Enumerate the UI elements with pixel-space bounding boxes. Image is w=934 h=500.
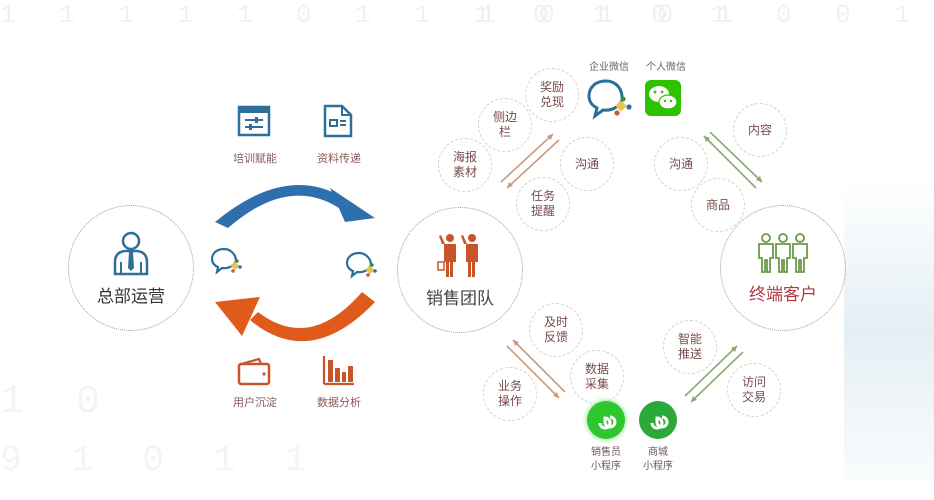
wecom-icon[interactable] [586, 78, 634, 120]
visit-transaction-node: 访问交易 [727, 363, 781, 417]
training-icon [237, 105, 271, 137]
headquarters-node: 总部运营 [68, 205, 194, 331]
document-icon [322, 104, 354, 138]
task-reminder-node: 任务提醒 [516, 177, 570, 231]
content-node: 内容 [733, 103, 787, 157]
business-operation-node: 业务操作 [483, 367, 537, 421]
poster-material-node: 海报素材 [438, 138, 492, 192]
headquarters-label: 总部运营 [97, 286, 165, 307]
data-collection-node: 数据采集 [570, 350, 624, 404]
background-watermark: 1 0 [0, 380, 115, 425]
training-label: 培训赋能 [233, 152, 277, 165]
blue-flow-arrow [210, 170, 380, 230]
user-retention-label: 用户沉淀 [233, 396, 277, 409]
timely-feedback-node: 及时反馈 [529, 303, 583, 357]
wallet-icon [237, 356, 271, 386]
salespeople-icon [436, 232, 484, 278]
manager-icon [111, 230, 151, 276]
sales-team-label: 销售团队 [426, 288, 494, 309]
sales-miniprogram-icon[interactable] [587, 401, 625, 439]
wechat-label: 个人微信 [646, 62, 686, 73]
wecom-small-icon-right [345, 250, 379, 280]
sales-communication-node: 沟通 [560, 137, 614, 191]
wecom-small-icon-left [210, 246, 244, 276]
background-wash [844, 180, 934, 480]
customer-communication-node: 沟通 [654, 137, 708, 191]
customers-icon [756, 232, 810, 274]
wechat-icon[interactable] [645, 80, 681, 116]
customer-exchange-arrows-top [700, 132, 765, 192]
smart-push-node: 智能推送 [663, 320, 717, 374]
product-node: 商品 [691, 178, 745, 232]
orange-flow-arrow [210, 292, 380, 350]
end-customer-node: 终端客户 [720, 205, 846, 331]
bar-chart-icon [322, 354, 356, 386]
sales-exchange-arrows-bottom [505, 336, 570, 401]
background-watermark: 1 1 1 1 1 0 1 1 1 0 1 0 1 [0, 0, 741, 30]
sidebar-node: 侧边栏 [478, 98, 532, 152]
customer-exchange-arrows-bottom [683, 338, 748, 403]
mall-miniprogram-label: 商城 小程序 [643, 447, 673, 472]
background-watermark: 9 1 0 1 1 [0, 440, 321, 481]
end-customer-label: 终端客户 [749, 284, 817, 305]
reward-redeem-node: 奖励兑现 [525, 68, 579, 122]
sales-exchange-arrows-top [495, 130, 565, 190]
sales-team-node: 销售团队 [397, 207, 523, 333]
mall-miniprogram-icon[interactable] [639, 401, 677, 439]
background-watermark: 1 0 1 0 1 0 0 1 1 0 1 [480, 0, 934, 30]
wecom-label: 企业微信 [589, 62, 629, 73]
sales-miniprogram-label: 销售员 小程序 [591, 447, 621, 472]
document-transfer-label: 资料传递 [317, 152, 361, 165]
data-analysis-label: 数据分析 [317, 396, 361, 409]
